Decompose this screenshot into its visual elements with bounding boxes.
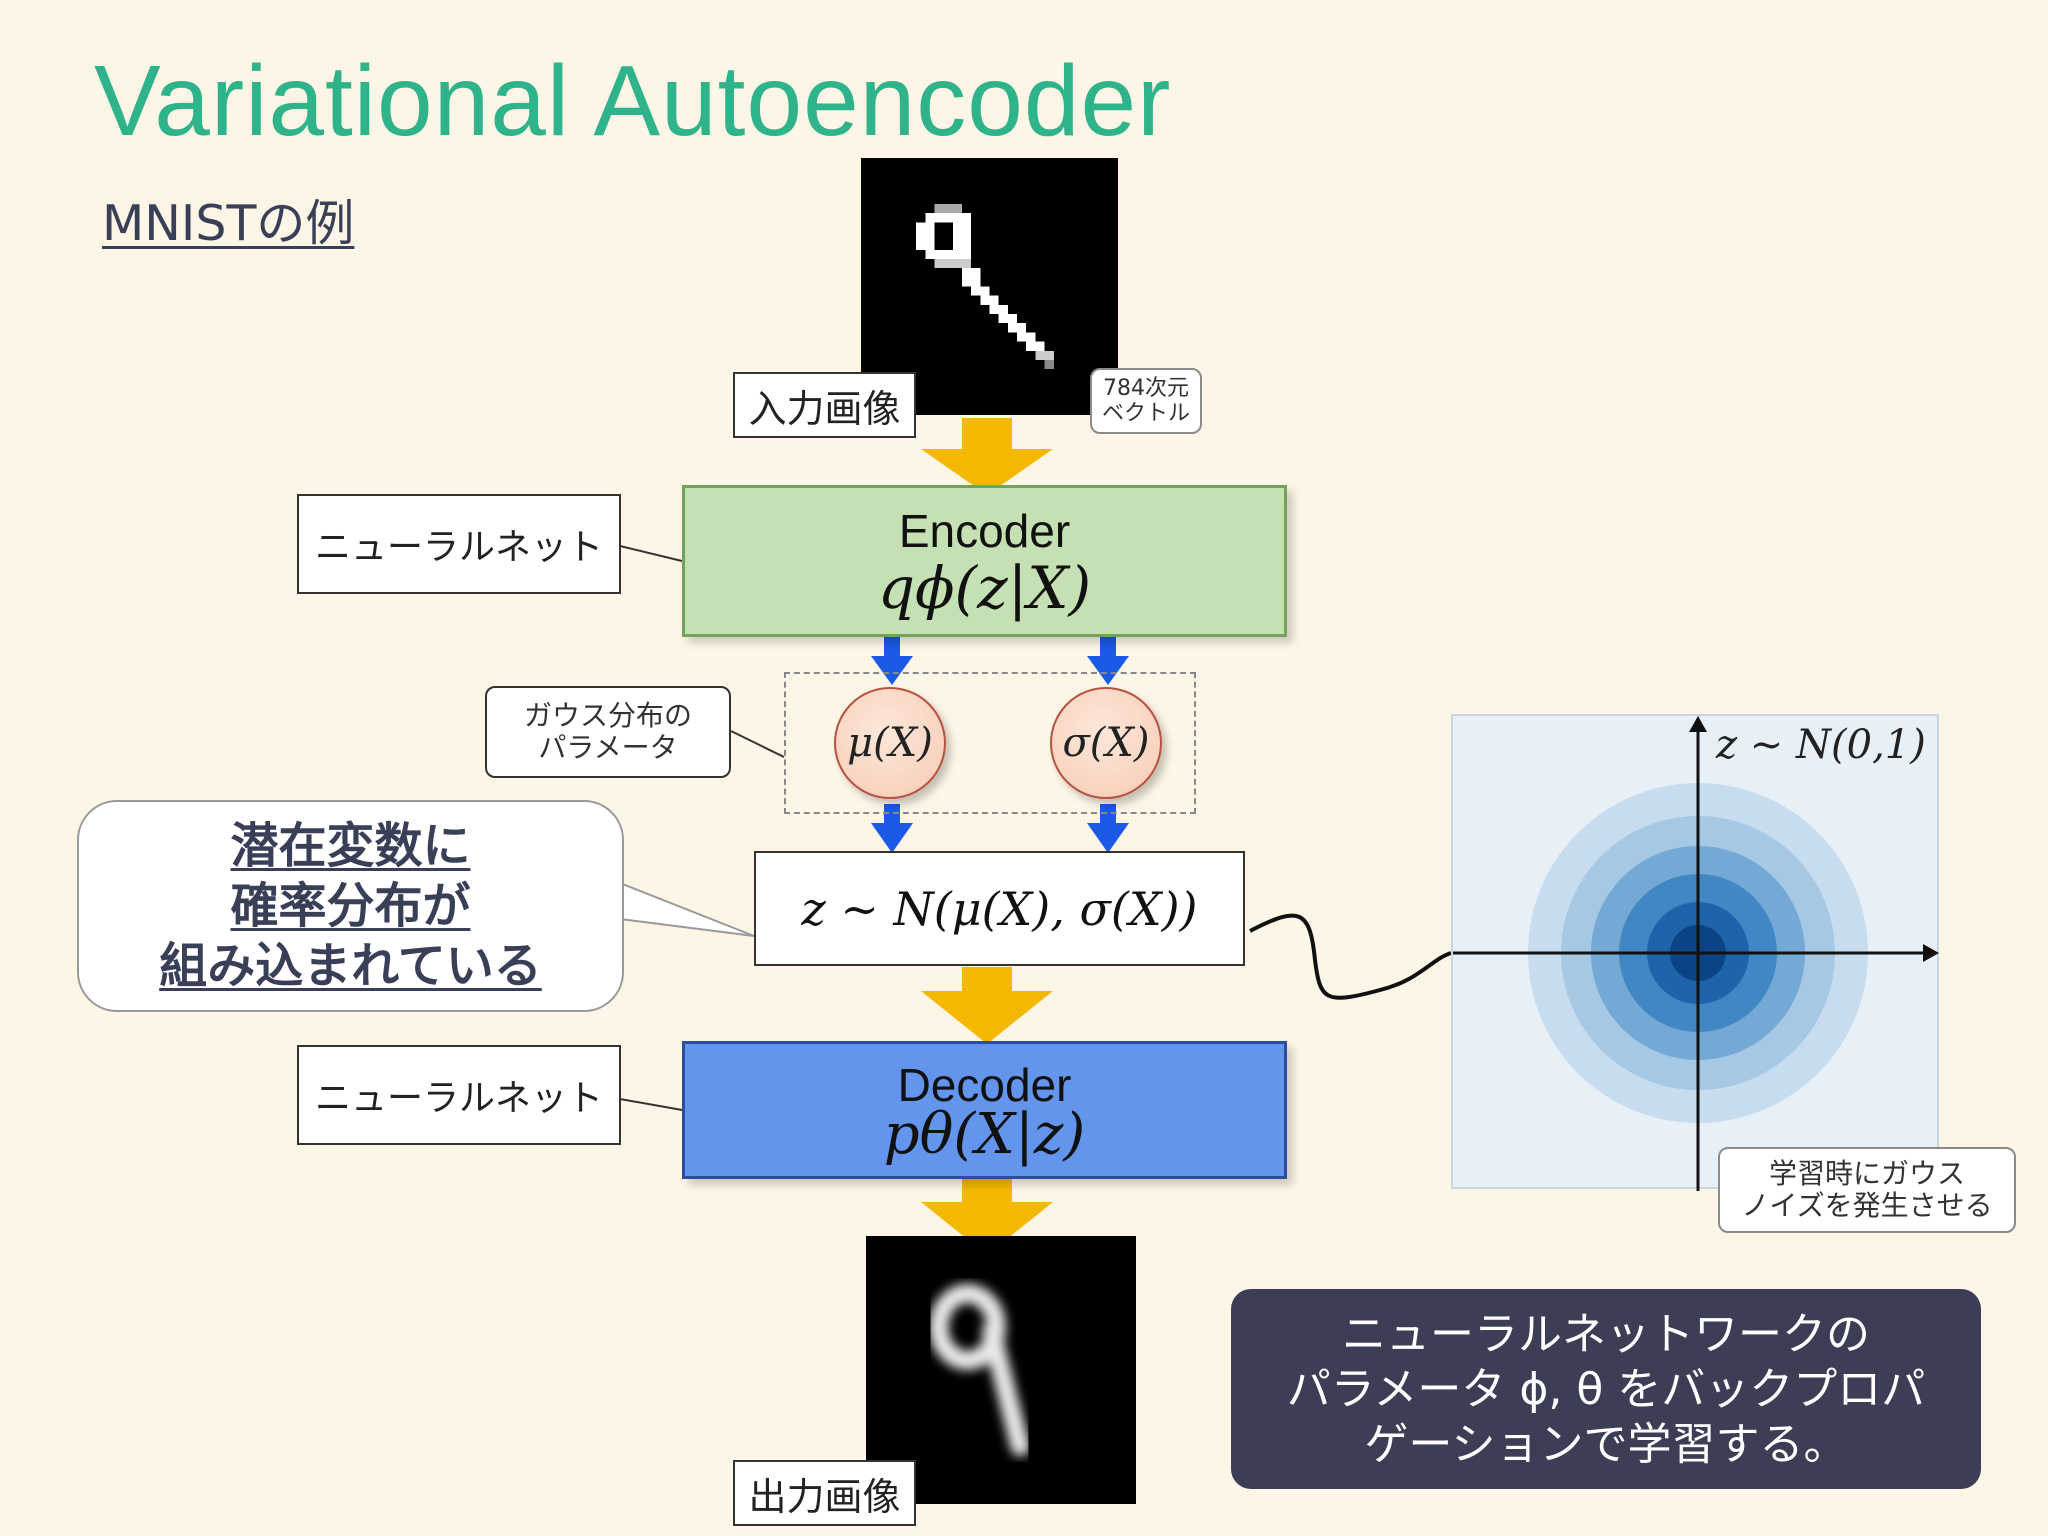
callout-line1: 潜在変数に: [230, 818, 471, 874]
callout-line2: 確率分布が: [230, 878, 471, 934]
backprop-note: ニューラルネットワークの パラメータ ϕ, θ をバックプロパ ゲーションで学習…: [1231, 1289, 1981, 1489]
gauss-param-group: [784, 672, 1196, 814]
noise-note: 学習時にガウス ノイズを発生させる: [1718, 1147, 2016, 1233]
backprop-note-line2: パラメータ ϕ, θ をバックプロパ: [1286, 1363, 1926, 1415]
gauss-param-note: ガウス分布の パラメータ: [485, 686, 731, 778]
gauss-param-note-line1: ガウス分布の: [523, 698, 692, 732]
arrow-input-to-encoder: [921, 418, 1053, 495]
callout-line3: 組み込まれている: [159, 938, 542, 994]
sigma-node: σ(X): [1050, 687, 1162, 799]
mu-node: μ(X): [834, 687, 946, 799]
dimension-note-line2: ベクトル: [1101, 401, 1190, 426]
arrow-mu-to-z: [871, 804, 913, 853]
neural-net-label-decoder: ニューラルネット: [297, 1045, 621, 1145]
callout-tail: [619, 881, 755, 937]
decoder-formula: pθ(X|z): [883, 1102, 1086, 1167]
arrow-decoder-to-output: [921, 1179, 1053, 1255]
gauss-param-note-line2: パラメータ: [538, 731, 678, 764]
slide-subtitle: MNISTの例: [102, 195, 355, 252]
leader-nn-top: [619, 545, 683, 562]
arrow-encoder-to-mu: [871, 637, 913, 685]
arrow-sigma-to-z: [1087, 804, 1129, 853]
encoder-title: Encoder: [898, 505, 1071, 557]
leader-gauss-param: [730, 730, 785, 758]
backprop-note-line3: ゲーションで学習する。: [1364, 1418, 1848, 1470]
arrow-z-to-decoder: [921, 967, 1053, 1044]
output-digit-image: [866, 1236, 1136, 1504]
input-image-label: 入力画像: [733, 372, 916, 438]
squiggle-connector: [1249, 913, 1452, 1000]
neural-net-label-encoder: ニューラルネット: [297, 494, 621, 594]
latent-z-formula: z ∼ N(μ(X), σ(X)): [754, 851, 1245, 966]
latent-callout: 潜在変数に 確率分布が 組み込まれている: [77, 800, 624, 1012]
dimension-note-line1: 784次元: [1103, 375, 1189, 401]
arrow-encoder-to-sigma: [1087, 637, 1129, 685]
decoder-block: Decoder pθ(X|z): [682, 1041, 1287, 1179]
decoder-title: Decoder: [897, 1059, 1072, 1111]
plot-label: z ∼ N(0,1): [1716, 722, 1926, 768]
encoder-formula: qϕ(z|X): [877, 554, 1092, 622]
output-image-label: 出力画像: [733, 1460, 916, 1526]
noise-note-line2: ノイズを発生させる: [1741, 1189, 1993, 1222]
dimension-note: 784次元 ベクトル: [1090, 368, 1202, 434]
slide-title: Variational Autoencoder: [94, 45, 1172, 157]
noise-note-line1: 学習時にガウス: [1768, 1156, 1965, 1190]
leader-nn-bottom: [619, 1098, 683, 1111]
backprop-note-line1: ニューラルネットワークの: [1342, 1308, 1870, 1360]
encoder-block: Encoder qϕ(z|X): [682, 485, 1287, 637]
standard-normal-plot: [1451, 714, 1939, 1191]
